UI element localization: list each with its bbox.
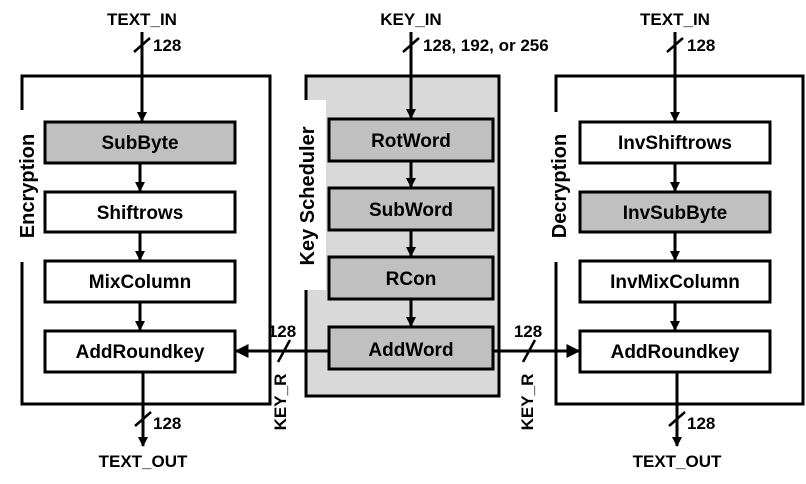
subword-label: SubWord bbox=[369, 200, 453, 221]
decryption-output-width: 128 bbox=[687, 414, 715, 433]
encryption-section: Encryption TEXT_IN 128 SubByte Shiftrows… bbox=[17, 10, 272, 471]
decryption-section: Decryption TEXT_IN 128 InvShiftrows InvS… bbox=[549, 10, 805, 471]
shiftrows-label: Shiftrows bbox=[97, 203, 184, 224]
bus-width-slash bbox=[666, 37, 684, 53]
dec-addroundkey-label: AddRoundkey bbox=[611, 342, 740, 363]
encryption-output-label: TEXT_OUT bbox=[99, 452, 188, 471]
decryption-input-width: 128 bbox=[687, 36, 715, 55]
bus-width-slash bbox=[521, 339, 537, 363]
key-scheduler-section: Key Scheduler KEY_IN 128, 192, or 256 Ro… bbox=[296, 10, 549, 398]
dec-addroundkey-block bbox=[578, 329, 772, 374]
round-key-width-left: 128 bbox=[268, 322, 296, 341]
invmixcolumn-block bbox=[578, 259, 772, 304]
bus-width-slash bbox=[668, 411, 686, 427]
invsubbyte-block bbox=[578, 190, 772, 234]
round-key-width-right: 128 bbox=[514, 322, 542, 341]
encryption-frame bbox=[20, 74, 272, 406]
encryption-output-width: 128 bbox=[153, 414, 181, 433]
key-input-label: KEY_IN bbox=[380, 10, 441, 29]
bus-width-slash bbox=[133, 37, 151, 53]
addword-block bbox=[327, 325, 495, 371]
bus-width-slash bbox=[402, 37, 420, 53]
subword-block bbox=[327, 186, 495, 232]
key-scheduler-label-backdrop bbox=[296, 100, 326, 290]
decryption-section-label: Decryption bbox=[549, 134, 571, 238]
key-scheduler-section-label: Key Scheduler bbox=[297, 126, 319, 265]
decryption-input-label: TEXT_IN bbox=[640, 10, 710, 29]
rcon-label: RCon bbox=[386, 269, 437, 290]
encryption-section-label: Encryption bbox=[17, 134, 39, 238]
decryption-frame bbox=[554, 74, 805, 406]
bus-width-slash bbox=[276, 339, 292, 363]
subbyte-label: SubByte bbox=[101, 133, 178, 154]
round-key-link-left: 128 KEY_R bbox=[234, 322, 329, 431]
bus-width-slash bbox=[134, 411, 152, 427]
invsubbyte-label: InvSubByte bbox=[623, 203, 728, 224]
mixcolumn-label: MixColumn bbox=[89, 272, 191, 293]
rotword-label: RotWord bbox=[371, 131, 451, 152]
key-input-width: 128, 192, or 256 bbox=[423, 36, 549, 55]
addword-label: AddWord bbox=[368, 340, 453, 361]
addroundkey-label: AddRoundkey bbox=[76, 342, 205, 363]
mixcolumn-block bbox=[43, 259, 237, 304]
round-key-link-right: 128 KEY_R bbox=[493, 322, 581, 431]
addroundkey-block bbox=[43, 329, 237, 374]
encryption-input-width: 128 bbox=[153, 36, 181, 55]
invmixcolumn-label: InvMixColumn bbox=[610, 272, 740, 293]
invshiftrows-label: InvShiftrows bbox=[618, 133, 732, 154]
invshiftrows-block bbox=[578, 120, 772, 165]
subbyte-block bbox=[43, 120, 237, 165]
encryption-input-label: TEXT_IN bbox=[107, 10, 177, 29]
decryption-output-label: TEXT_OUT bbox=[633, 452, 722, 471]
round-key-label-left: KEY_R bbox=[271, 374, 290, 431]
round-key-label-right: KEY_R bbox=[518, 374, 537, 431]
